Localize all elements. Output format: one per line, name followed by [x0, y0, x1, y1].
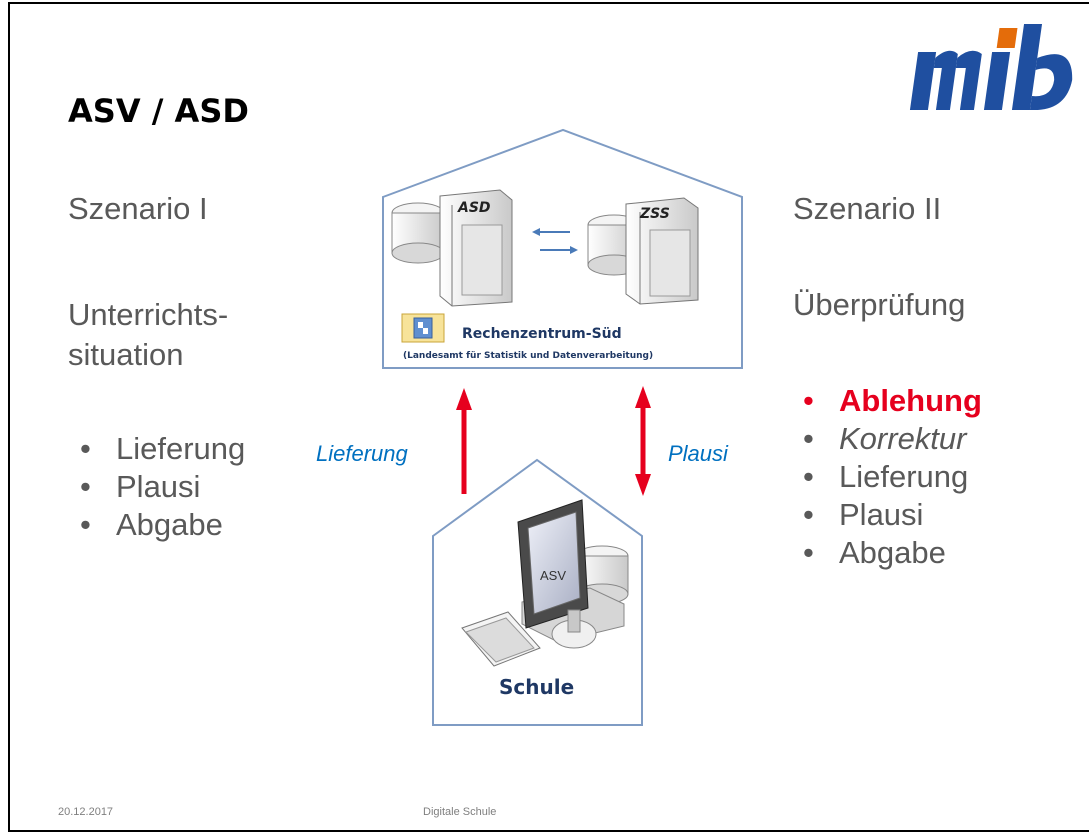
list-item: •Ablehung [803, 383, 982, 418]
upload-arrow-icon [456, 388, 472, 494]
footer-date: 20.12.2017 [58, 806, 114, 818]
datacenter-name: Rechenzentrum-Süd [462, 326, 622, 342]
bullet-icon: • [80, 507, 91, 542]
mib-logo [909, 24, 1073, 110]
bullet-icon: • [80, 431, 91, 466]
bullet-icon: • [803, 497, 814, 532]
left-scenario-heading: Szenario I [68, 191, 208, 226]
left-bullet-list: •Lieferung •Plausi •Abgabe [80, 430, 245, 544]
arrow-label-plausi: Plausi [668, 441, 728, 466]
bullet-icon: • [80, 469, 91, 504]
zss-label: ZSS [639, 206, 670, 222]
list-item: •Lieferung [803, 459, 969, 494]
bullet-icon: • [803, 535, 814, 570]
list-item: •Lieferung [80, 431, 246, 466]
left-desc-line1: Unterrichts- [68, 297, 229, 332]
left-desc-line2: situation [68, 337, 184, 372]
list-item: •Plausi [80, 469, 201, 504]
bullet-icon: • [803, 459, 814, 494]
right-desc: Überprüfung [793, 287, 966, 322]
list-item: •Abgabe [803, 535, 946, 570]
datacenter-sub: (Landesamt für Statistik und Datenverarb… [403, 351, 653, 361]
list-item: •Korrektur [803, 421, 967, 456]
client-screen-label: ASV [540, 568, 566, 583]
list-item: •Plausi [803, 497, 924, 532]
right-scenario-heading: Szenario II [793, 191, 942, 226]
arrow-label-lieferung: Lieferung [316, 441, 408, 466]
footer-center: Digitale Schule [423, 806, 497, 818]
coat-of-arms-icon [401, 313, 445, 343]
asd-label: ASD [457, 200, 491, 216]
right-bullet-list: •Ablehung •Korrektur •Lieferung •Plausi … [803, 382, 982, 572]
bullet-icon: • [803, 383, 814, 418]
school-label: Schule [499, 675, 574, 699]
bidirectional-arrow-icon [635, 386, 651, 496]
computer-icon [461, 499, 629, 667]
asd-server-icon [391, 189, 513, 307]
page-title: ASV / ASD [68, 92, 249, 130]
list-item: •Abgabe [80, 507, 223, 542]
zss-server-icon [587, 197, 699, 305]
bullet-icon: • [803, 421, 814, 456]
